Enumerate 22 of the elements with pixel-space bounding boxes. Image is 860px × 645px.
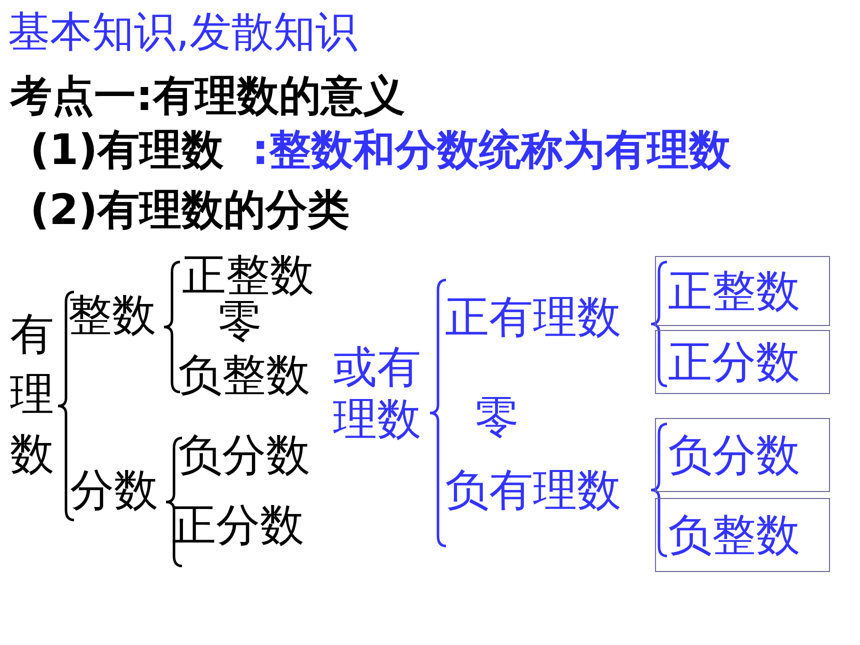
category-label: 负整数 [178, 350, 310, 402]
category-label: 分数 [70, 465, 158, 517]
heading: 考点一:有理数的意义 [10, 70, 405, 122]
item-heading: (1)有理数 [30, 124, 224, 176]
category-label: 负有理数 [445, 465, 621, 517]
category-label: 负分数 [178, 430, 310, 482]
definition-text: :整数和分数统称为有理数 [252, 124, 731, 176]
item-heading: (2)有理数的分类 [30, 184, 350, 236]
category-label: 有理数 [10, 308, 55, 482]
box-text: 正整数 [668, 264, 800, 318]
box-text: 负分数 [668, 428, 800, 482]
title: 基本知识,发散知识 [8, 6, 358, 58]
category-box [655, 498, 830, 572]
box-text: 负整数 [668, 508, 800, 562]
category-box [655, 330, 830, 394]
category-box [655, 256, 830, 326]
category-label: 整数 [68, 290, 156, 342]
category-label: 正有理数 [445, 292, 621, 344]
category-label: 或有理数 [333, 342, 422, 446]
box-text: 正分数 [668, 336, 800, 390]
category-box [655, 418, 830, 492]
category-label: 零 [475, 392, 519, 444]
